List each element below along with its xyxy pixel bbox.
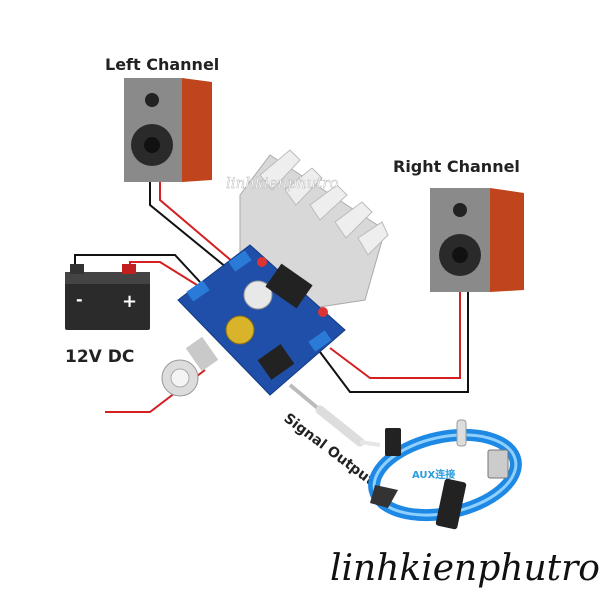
aux-devices-ring: AUX连接 (368, 419, 522, 530)
laptop-icon (370, 485, 398, 508)
aux-label: AUX连接 (412, 468, 455, 481)
music-player-icon (487, 449, 509, 479)
volume-knob (161, 336, 219, 397)
battery-minus-label: - (76, 290, 83, 309)
left-speaker-red-wire (159, 180, 241, 269)
battery-black-wire (74, 254, 201, 283)
phone-icon (385, 428, 401, 456)
tablet-icon (435, 478, 467, 530)
right-speaker-red-wire (329, 292, 461, 379)
left-speaker-black-wire (149, 182, 233, 273)
right-speaker (430, 188, 524, 292)
audio-cable (288, 383, 381, 447)
left-speaker (124, 78, 212, 182)
usb-stick-icon (456, 419, 467, 447)
right-speaker-black-wire (319, 292, 469, 393)
power-label: 12V DC (65, 347, 134, 367)
wires (74, 180, 469, 413)
right-channel-label: Right Channel (393, 157, 520, 176)
left-channel-label: Left Channel (105, 55, 219, 74)
amplifier-board (177, 244, 346, 396)
center-watermark: linhkienphutro (226, 174, 339, 192)
bottom-watermark: linhkienphutro (330, 548, 600, 589)
battery: - + (65, 264, 150, 330)
battery-plus-label: + (122, 291, 137, 312)
